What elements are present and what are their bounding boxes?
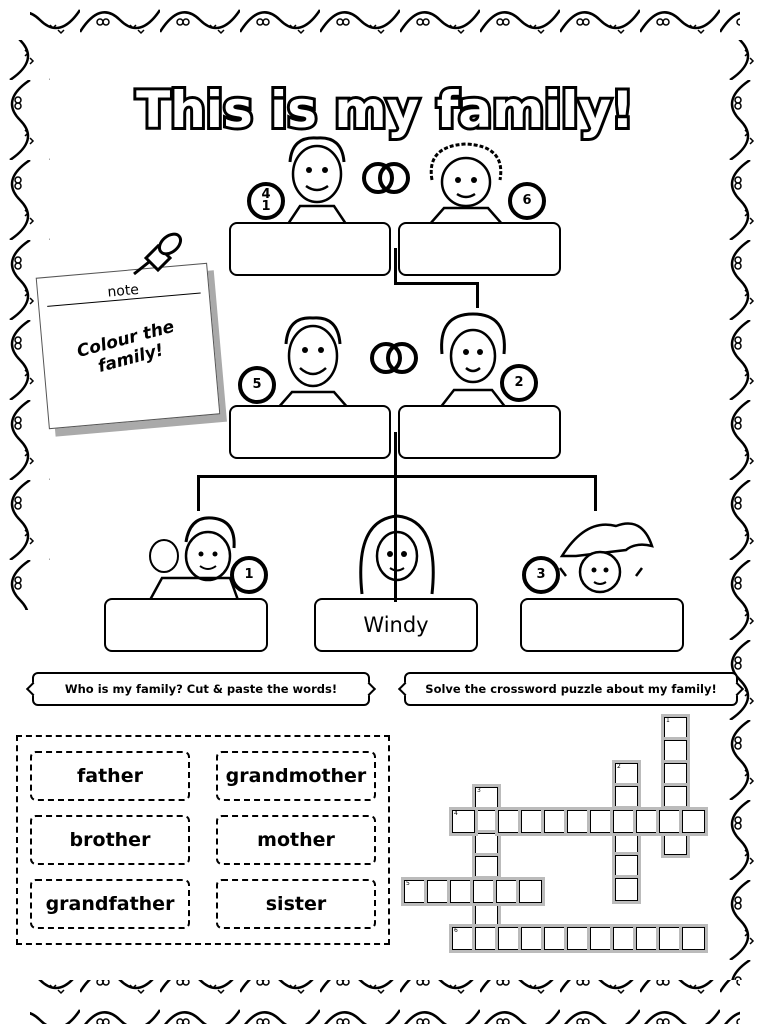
pushpin-icon [133,232,183,276]
grandmother-name-box[interactable] [398,222,561,276]
number-badge-sister: 3 [522,556,560,594]
word-card-mother[interactable]: mother [216,815,376,865]
sister-name-box[interactable] [520,598,684,652]
grandmother-portrait [429,142,503,224]
me-name-box: Windy [314,598,478,652]
father-portrait [277,316,349,408]
page-title: This is my family! [133,78,637,142]
word-card-grandmother[interactable]: grandmother [216,751,376,801]
grandfather-name-box[interactable] [229,222,391,276]
number-badge-mother: 2 [500,364,538,402]
word-card-sister[interactable]: sister [216,879,376,929]
wedding-rings-icon [370,342,418,374]
sister-portrait [559,522,654,594]
wedding-rings-icon [362,162,410,194]
crossword-instruction: Solve the crossword puzzle about my fami… [404,672,738,706]
mother-portrait [439,312,507,408]
brother-portrait [148,516,240,600]
svg-text:This is my family!: This is my family! [136,81,634,139]
note-label: note [106,281,140,301]
word-card-father[interactable]: father [30,751,190,801]
number-badge-grandmother: 6 [508,182,546,220]
word-card-grandfather[interactable]: grandfather [30,879,190,929]
number-badge-brother: 1 [230,556,268,594]
word-bank: father grandmother brother mother grandf… [16,735,390,945]
number-badge-father: 5 [238,366,276,404]
mother-name-box[interactable] [398,405,561,459]
grandfather-portrait [286,136,348,224]
word-card-brother[interactable]: brother [30,815,190,865]
brother-name-box[interactable] [104,598,268,652]
number-badge-grandfather: 4 1 [247,182,285,220]
father-name-box[interactable] [229,405,391,459]
cut-paste-instruction: Who is my family? Cut & paste the words! [32,672,370,706]
note-instruction: Colour the family! [74,316,177,377]
sticky-note: note Colour the family! [35,262,221,430]
girl-portrait [359,514,435,595]
